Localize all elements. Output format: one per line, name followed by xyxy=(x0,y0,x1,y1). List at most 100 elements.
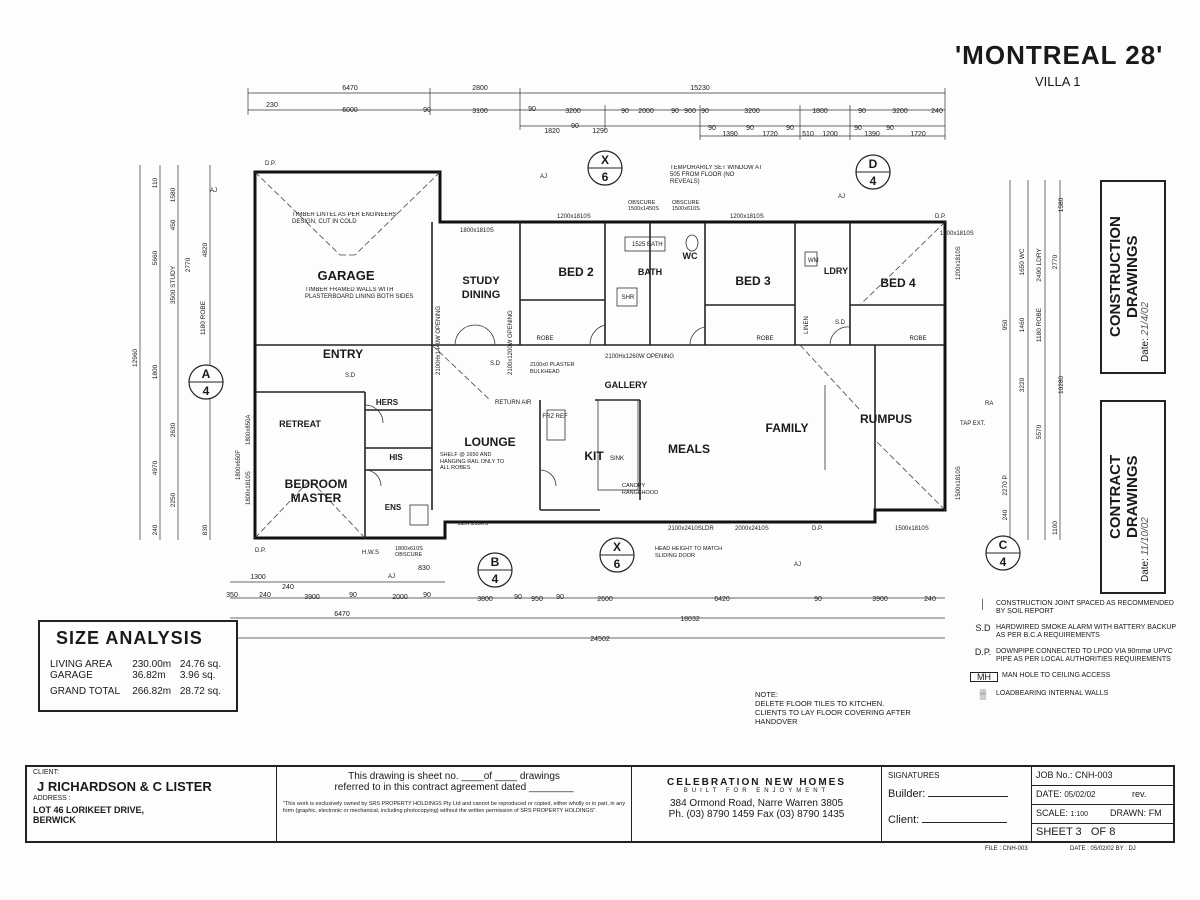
dim-label: 450 xyxy=(170,219,177,230)
dim-label: 3900 xyxy=(304,594,320,601)
dim-label: 90 xyxy=(708,125,716,132)
room-label-rumpus: RUMPUS xyxy=(860,412,912,426)
dim-label: 90 xyxy=(746,125,754,132)
room-label-garage: GARAGE xyxy=(317,268,374,283)
smoke-alarm-icon: S.D xyxy=(975,623,991,633)
dim-label: 240 xyxy=(924,596,936,603)
dim-label: 3800 xyxy=(477,596,493,603)
top-dimension-labels: 6470 2800 15230 230 6000 90 3100 90 3200… xyxy=(266,85,943,138)
dim-label: 1650 WC xyxy=(1019,248,1026,275)
right-dimension-labels: 1580 1650 WC 2490 LDRY 2770 1180 ROBE 95… xyxy=(1002,197,1065,535)
note-shelf: SHELF @ 1650 AND HANGING RAIL ONLY TO AL… xyxy=(440,452,505,471)
dim-label: 5660 xyxy=(152,250,159,265)
bulk-label: BLK 2650S xyxy=(458,521,488,527)
smoke-alarm-label: S.D xyxy=(490,361,501,367)
door-swings xyxy=(364,324,851,487)
of-label: OF xyxy=(1090,826,1107,838)
area-label: LIVING AREA xyxy=(50,659,113,670)
section-marker: C 4 xyxy=(985,535,1021,571)
section-number: 4 xyxy=(870,174,877,188)
date-value: 05/02/02 xyxy=(1064,790,1096,799)
sink-label: SINK xyxy=(610,456,624,462)
bottom-dimension-labels: 1300 240 350 240 3900 90 2000 90 830 380… xyxy=(226,565,936,643)
dim-label: 6470 xyxy=(342,85,358,92)
dp-label: D.P. xyxy=(935,214,946,220)
dim-label: 830 xyxy=(418,565,430,572)
section-number: 4 xyxy=(1000,555,1007,569)
client-cell: CLIENT: J RICHARDSON & C LISTER ADDRESS … xyxy=(27,767,277,841)
company-logo: CELEBRATION NEW HOMES xyxy=(666,777,847,788)
plan-notes: TIMBER LINTEL AS PER ENGINEERS DESIGN, C… xyxy=(210,161,993,580)
section-letter: X xyxy=(601,153,609,167)
construction-stamp-date: Date: 21/4/02 xyxy=(1140,192,1151,362)
room-label-bedroom: BEDROOM xyxy=(285,477,348,491)
dim-label: 2800 xyxy=(472,85,488,92)
room-labels: GARAGE STUDY DINING BED 2 BATH WC BED 3 … xyxy=(279,251,916,512)
dim-label: 1580 xyxy=(170,187,177,202)
window-label: 1800x1810S xyxy=(460,228,494,234)
dim-label: 90 xyxy=(423,107,431,114)
left-dimension-labels: 110 1580 450 5660 3500 STUDY 2770 4820 1… xyxy=(132,177,209,535)
dim-label: 3500 STUDY xyxy=(170,265,177,304)
contract-stamp-title: CONTRACT DRAWINGS xyxy=(1107,454,1141,540)
note-line: DELETE FLOOR TILES TO KITCHEN. xyxy=(755,699,885,708)
area-sq: 24.76 sq. xyxy=(179,659,221,670)
room-label-retreat: RETREAT xyxy=(279,419,321,429)
section-marker: X 6 xyxy=(599,537,635,573)
dim-label: 2490 LDRY xyxy=(1036,248,1043,282)
dim-label: 90 xyxy=(701,108,709,115)
rev-label: rev. xyxy=(1132,789,1147,799)
section-number: 6 xyxy=(614,557,621,571)
top-dimension-lines xyxy=(247,88,946,140)
smoke-alarm-label: S.D xyxy=(345,373,356,379)
footer-date: DATE : 05/02/02 BY : DJ xyxy=(1070,846,1136,852)
area-m2: 230.00m xyxy=(132,659,172,670)
dim-label: 6470 xyxy=(334,611,350,618)
dim-label: 240 xyxy=(259,592,271,599)
dim-label: 1290 xyxy=(592,128,608,135)
signatures-label: SIGNATURES xyxy=(888,771,940,780)
dim-label: 350 xyxy=(226,592,238,599)
dp-label: D.P. xyxy=(812,526,823,532)
title-block: CLIENT: J RICHARDSON & C LISTER ADDRESS … xyxy=(25,765,1175,843)
section-marker: B 4 xyxy=(477,552,513,588)
dim-label: 3900 xyxy=(872,596,888,603)
room-label-lounge: LOUNGE xyxy=(464,435,515,449)
aj-label: AJ xyxy=(838,194,845,200)
date-row: DATE: 05/02/02 rev. xyxy=(1032,786,1173,805)
dim-label: 90 xyxy=(671,108,679,115)
section-marker: A 4 xyxy=(188,364,224,400)
dim-label: 1800 xyxy=(812,108,828,115)
dim-label: 240 xyxy=(282,584,294,591)
window-label: 1500x1810S xyxy=(956,466,962,500)
section-letter: X xyxy=(613,540,621,554)
dim-label: 5570 xyxy=(1036,424,1043,439)
section-markers: X 6 D 4 A 4 B 4 X 6 xyxy=(188,150,1021,588)
window-label: 1500x1810S xyxy=(895,526,929,532)
dim-label: 2770 xyxy=(185,257,192,272)
section-letter: A xyxy=(202,367,211,381)
job-no-value: CNH-003 xyxy=(1075,770,1113,780)
builder-label: Builder: xyxy=(888,788,926,800)
size-analysis-title: SIZE ANALYSIS xyxy=(56,628,203,648)
dim-label: 3100 xyxy=(472,108,488,115)
smoke-alarm-label: S.D xyxy=(835,320,846,326)
date-label: DATE: xyxy=(1036,789,1062,799)
legend-item: ▒ LOADBEARING INTERNAL WALLS xyxy=(970,690,1185,699)
sheet-text-2: referred to in this contract agreement d… xyxy=(334,782,574,793)
dim-label: 240 xyxy=(1002,509,1009,520)
dim-label: 950 xyxy=(531,596,543,603)
window-label: 1200x1810S xyxy=(557,214,591,220)
sheet-number: 3 xyxy=(1075,826,1082,838)
dim-label: 1460 xyxy=(1019,317,1026,332)
opening-label: 2100Hx1440W OPENING xyxy=(436,306,442,375)
legend-item: │ CONSTRUCTION JOINT SPACED AS RECOMMEND… xyxy=(970,600,1185,616)
room-label-bed3: BED 3 xyxy=(735,274,771,288)
dim-label: 2270 P. xyxy=(1002,474,1009,496)
dim-label: 1390 xyxy=(722,131,738,138)
dim-label: 24502 xyxy=(590,636,610,643)
room-label-family: FAMILY xyxy=(766,421,809,435)
fixtures xyxy=(409,234,826,526)
dim-label: 1720 xyxy=(762,131,778,138)
dim-label: 3220 xyxy=(1019,377,1026,392)
